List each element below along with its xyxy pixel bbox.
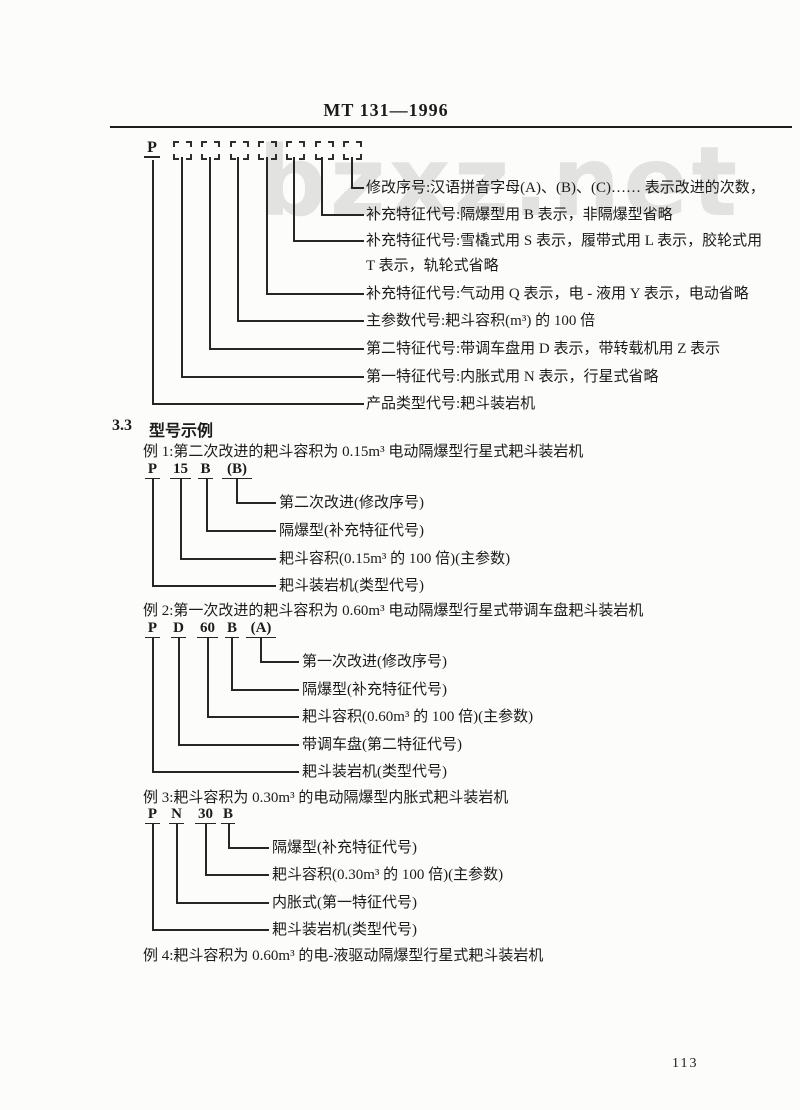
standard-number-title: MT 131—1996: [323, 100, 449, 120]
example2-label-type: 耙斗装岩机(类型代号): [302, 764, 447, 780]
example2-label-explosion: 隔爆型(补充特征代号): [302, 682, 447, 698]
connector-vline: [351, 157, 353, 188]
connector-hline: [152, 929, 269, 931]
example3-label-expansion: 内胀式(第一特征代号): [272, 895, 417, 911]
connector-hline: [152, 585, 276, 587]
example3-caption: 例 3:耙斗容积为 0.30m³ 的电动隔爆型内胀式耙斗装岩机: [143, 790, 509, 806]
label-revision-serial: 修改序号:汉语拼音字母(A)、(B)、(C)…… 表示改进的次数，: [366, 180, 765, 196]
code-placeholder-box-2: [201, 141, 220, 160]
connector-vline: [321, 157, 323, 215]
label-supp-running-line2: T 表示，轨轮式省略: [366, 258, 499, 274]
connector-vline: [266, 157, 268, 294]
connector-vline: [176, 824, 178, 903]
example2-caption: 例 2:第一次改进的耙斗容积为 0.60m³ 电动隔爆型行星式带调车盘耙斗装岩机: [143, 603, 644, 619]
code-placeholder-box-3: [230, 141, 249, 160]
connector-vline: [207, 638, 209, 717]
connector-hline: [181, 376, 364, 378]
code-placeholder-box-1: [173, 141, 192, 160]
example2-code-P: P: [145, 620, 160, 638]
connector-hline: [176, 902, 269, 904]
example3-label-capacity: 耙斗容积(0.30m³ 的 100 倍)(主参数): [272, 867, 504, 883]
code-placeholder-box-7: [343, 141, 362, 160]
example2-code-D: D: [171, 620, 186, 638]
model-code-prefix: P: [144, 139, 160, 158]
section-number: 3.3: [112, 417, 132, 434]
label-supp-drive: 补充特征代号:气动用 Q 表示，电 - 液用 Y 表示，电动省略: [366, 286, 749, 302]
connector-vline: [205, 824, 207, 875]
label-product-type: 产品类型代号:耙斗装岩机: [366, 396, 536, 412]
connector-vline: [293, 157, 295, 241]
connector-vline: [178, 638, 180, 745]
label-second-feature: 第二特征代号:带调车盘用 D 表示，带转载机用 Z 表示: [366, 341, 721, 357]
connector-hline: [205, 874, 269, 876]
connector-hline: [209, 348, 364, 350]
example3-code-B: B: [221, 806, 235, 824]
connector-vline: [236, 479, 238, 503]
connector-vline: [231, 638, 233, 690]
code-placeholder-box-6: [315, 141, 334, 160]
connector-hline: [152, 403, 364, 405]
example2-code-revA: (A): [246, 620, 276, 638]
example1-caption: 例 1:第二次改进的耙斗容积为 0.15m³ 电动隔爆型行星式耙斗装岩机: [143, 444, 584, 460]
example2-code-B: B: [225, 620, 239, 638]
example2-label-capacity: 耙斗容积(0.60m³ 的 100 倍)(主参数): [302, 709, 534, 725]
connector-hline: [207, 716, 299, 718]
connector-hline: [152, 771, 299, 773]
example4-caption: 例 4:耙斗容积为 0.60m³ 的电-液驱动隔爆型行星式耙斗装岩机: [143, 948, 544, 964]
example2-label-revision: 第一次改进(修改序号): [302, 654, 447, 670]
example3-label-explosion: 隔爆型(补充特征代号): [272, 840, 417, 856]
connector-vline: [260, 638, 262, 662]
code-placeholder-box-4: [258, 141, 277, 160]
label-supp-running-line1: 补充特征代号:雪橇式用 S 表示，履带式用 L 表示，胶轮式用: [366, 233, 763, 249]
connector-vline: [152, 824, 154, 930]
connector-vline: [206, 479, 208, 531]
example1-code-P: P: [145, 461, 160, 479]
section-heading: 3.3 型号示例: [112, 417, 213, 441]
header-rule: [110, 126, 792, 128]
connector-vline: [152, 638, 154, 772]
example3-code-30: 30: [195, 806, 216, 824]
connector-vline: [152, 479, 154, 586]
connector-hline: [178, 744, 299, 746]
example1-label-revision: 第二次改进(修改序号): [279, 495, 424, 511]
example1-code-15: 15: [170, 461, 191, 479]
example1-code-B: B: [198, 461, 213, 479]
connector-hline: [237, 320, 364, 322]
section-title: 型号示例: [149, 423, 214, 440]
example1-label-type: 耙斗装岩机(类型代号): [279, 578, 424, 594]
label-supp-explosion: 补充特征代号:隔爆型用 B 表示，非隔爆型省略: [366, 207, 673, 223]
connector-vline: [181, 157, 183, 377]
example3-label-type: 耙斗装岩机(类型代号): [272, 922, 417, 938]
example2-label-shunting: 带调车盘(第二特征代号): [302, 737, 462, 753]
example3-code-P: P: [145, 806, 160, 824]
connector-hline: [206, 530, 276, 532]
example2-code-60: 60: [197, 620, 218, 638]
connector-vline: [209, 157, 211, 349]
connector-hline: [260, 661, 299, 663]
connector-hline: [180, 558, 276, 560]
connector-hline: [228, 847, 269, 849]
connector-vline: [152, 160, 154, 404]
connector-hline: [231, 689, 299, 691]
connector-hline: [293, 240, 364, 242]
connector-vline: [228, 824, 230, 848]
connector-hline: [351, 187, 364, 189]
example1-code-revB: (B): [222, 461, 252, 479]
example1-label-explosion: 隔爆型(补充特征代号): [279, 523, 424, 539]
connector-hline: [321, 214, 364, 216]
connector-vline: [180, 479, 182, 559]
example1-label-capacity: 耙斗容积(0.15m³ 的 100 倍)(主参数): [279, 551, 511, 567]
label-main-param: 主参数代号:耙斗容积(m³) 的 100 倍: [366, 313, 596, 329]
code-placeholder-box-5: [286, 141, 305, 160]
connector-hline: [266, 293, 364, 295]
label-first-feature: 第一特征代号:内胀式用 N 表示，行星式省略: [366, 369, 659, 385]
page-number: 113: [672, 1056, 699, 1071]
connector-hline: [236, 502, 276, 504]
connector-vline: [237, 157, 239, 321]
example3-code-N: N: [169, 806, 184, 824]
